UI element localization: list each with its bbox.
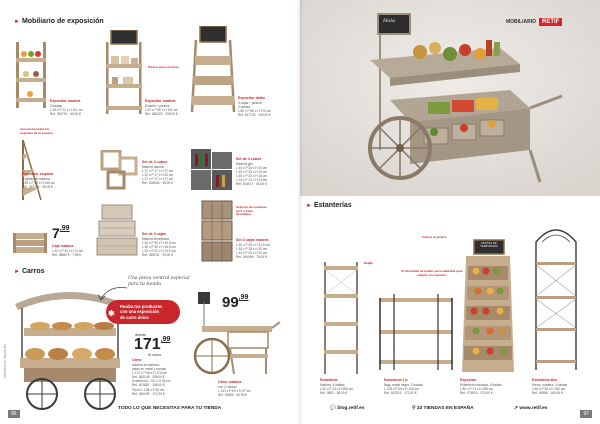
product-image-expositor-esquina — [22, 140, 42, 200]
cursor-icon: ➚ — [514, 406, 519, 411]
price-carro: 171,99 — [134, 336, 171, 353]
footer-tagline: TODO LO QUE NECESITAS PARA TU TIENDA — [118, 406, 222, 411]
callout-pizarra: Pizarra para escritura — [148, 65, 179, 69]
vertical-section-label: Mobiliario de exposición — [3, 343, 7, 378]
page-gutter — [297, 0, 303, 424]
product-image-expositor-inclinado — [462, 239, 514, 372]
product-image-set-3-cajas — [96, 204, 138, 256]
asterisk-icon: ✱ — [108, 309, 115, 318]
footer-tiendas[interactable]: ⚲ 33 TIENDAS EN ESPAÑA — [412, 406, 474, 411]
product-image-caja-madera — [13, 233, 47, 253]
product-image-expositor-pizarra — [106, 30, 142, 114]
callout-sujetar: Sujeción de esquinas prof. y base de mad… — [236, 205, 267, 217]
product-image-set-3-cajas-madera — [201, 200, 233, 262]
product-set-3-cajas-madera: Set 3 cajas madera L 40 x P 30 x H 21,5 … — [236, 238, 270, 260]
hero-cart-illustration — [300, 0, 600, 196]
chalkboard-text: Hola — [383, 18, 395, 24]
callout-pizarra-incluida: Incluye la pizarra — [422, 235, 447, 239]
desde-label: desde — [135, 332, 146, 337]
arrow-icon — [97, 287, 128, 301]
price-carro-madera: 99,99 — [222, 294, 249, 311]
product-image-estanteria-1 — [324, 262, 358, 374]
chat-bubble-icon: 💬 — [330, 406, 336, 411]
page-number-left: 96 — [8, 410, 20, 418]
product-image-expositor-3-baldas — [16, 42, 46, 108]
left-page: ►Mobiliario de exposición Expositor made… — [3, 18, 281, 418]
section-title-carros: ►Carros — [14, 268, 45, 275]
product-image-set-3-cubos — [100, 150, 138, 190]
retif-logo: RETIF — [539, 18, 563, 26]
section-title-estanterias: ►Estanterías — [306, 202, 352, 209]
callout-rejilla: Rejilla — [364, 261, 373, 265]
callout-esquina: Aprovecha todas las esquinas de tu espac… — [20, 127, 54, 135]
price-caja-madera: 7,99 — [52, 225, 70, 241]
product-estanteria-alta: Estantería alta Hierro, madera, 4 baldas… — [532, 378, 568, 395]
el-carro-label: el carro — [148, 352, 162, 357]
product-carro: Carro Madera envejecida,patas en metal y… — [132, 358, 171, 396]
footer-blog[interactable]: 💬 blog.retif.es — [330, 406, 365, 411]
highlight-banner: Realza tus productos con una exposición … — [106, 300, 180, 324]
product-image-carro-mercado — [15, 292, 125, 410]
handwritten-note: Una pieza central especial para tu tiend… — [128, 276, 190, 287]
footer-web[interactable]: ➚ www.retif.es — [514, 406, 548, 411]
product-image-estanteria-2 — [379, 294, 453, 370]
product-image-estanteria-alta — [535, 229, 577, 370]
page-number-right: 97 — [580, 410, 592, 418]
product-image-set-4-cubos — [191, 149, 232, 190]
crate-chalk-label: FRUTAS DE TEMPORADA — [480, 241, 498, 249]
section-title-expo: ►Mobiliario de exposición — [14, 18, 104, 25]
location-pin-icon: ⚲ — [412, 406, 416, 411]
callout-baldas: Profundidad de baldas personalizable par… — [401, 269, 463, 277]
product-estanteria-2: Estantería 4 p Baja, metal negro, 2 bald… — [384, 378, 423, 395]
product-image-carro-madera — [193, 292, 281, 375]
product-image-expositor-doble — [190, 26, 236, 113]
product-expositor-inclinado: Expositor Estantería inclinada, 5 baldas… — [460, 378, 502, 395]
